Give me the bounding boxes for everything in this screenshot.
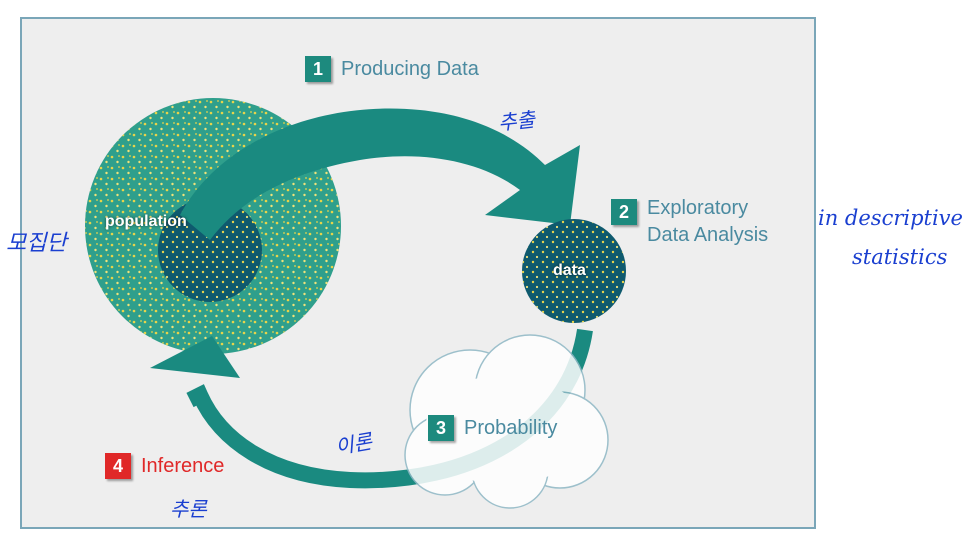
step-1-label: Producing Data	[341, 57, 479, 80]
step-2-badge: 2	[611, 199, 637, 225]
data-label: data	[553, 262, 586, 279]
data-circle	[522, 219, 626, 323]
step-3-badge: 3	[428, 415, 454, 441]
arrow1-note: 추출	[497, 107, 537, 135]
step-3-label: Probability	[464, 416, 558, 439]
probability-cloud	[404, 334, 609, 509]
step-2-label-line1: Exploratory	[647, 197, 749, 219]
step-probability: 3 Probability	[428, 415, 557, 441]
step-producing-data: 1 Producing Data	[305, 56, 479, 82]
population-note: 모집단	[6, 231, 67, 256]
step-inference: 4 Inference	[105, 453, 224, 479]
step-4-badge: 4	[105, 453, 131, 479]
step-4-label: Inference	[141, 454, 225, 477]
step-1-badge: 1	[305, 56, 331, 82]
step-2-label-line2: Data Analysis	[647, 224, 769, 246]
inference-arrowhead	[150, 336, 240, 378]
step-exploratory-data-analysis: 2 Exploratory Data Analysis	[611, 197, 768, 247]
step2-note-line1: in descriptive	[818, 206, 963, 230]
population-label: population	[105, 213, 187, 230]
producing-data-arrow	[180, 108, 580, 240]
step2-note-line2: statistics	[852, 245, 948, 269]
inference-note: 추론	[170, 497, 207, 521]
